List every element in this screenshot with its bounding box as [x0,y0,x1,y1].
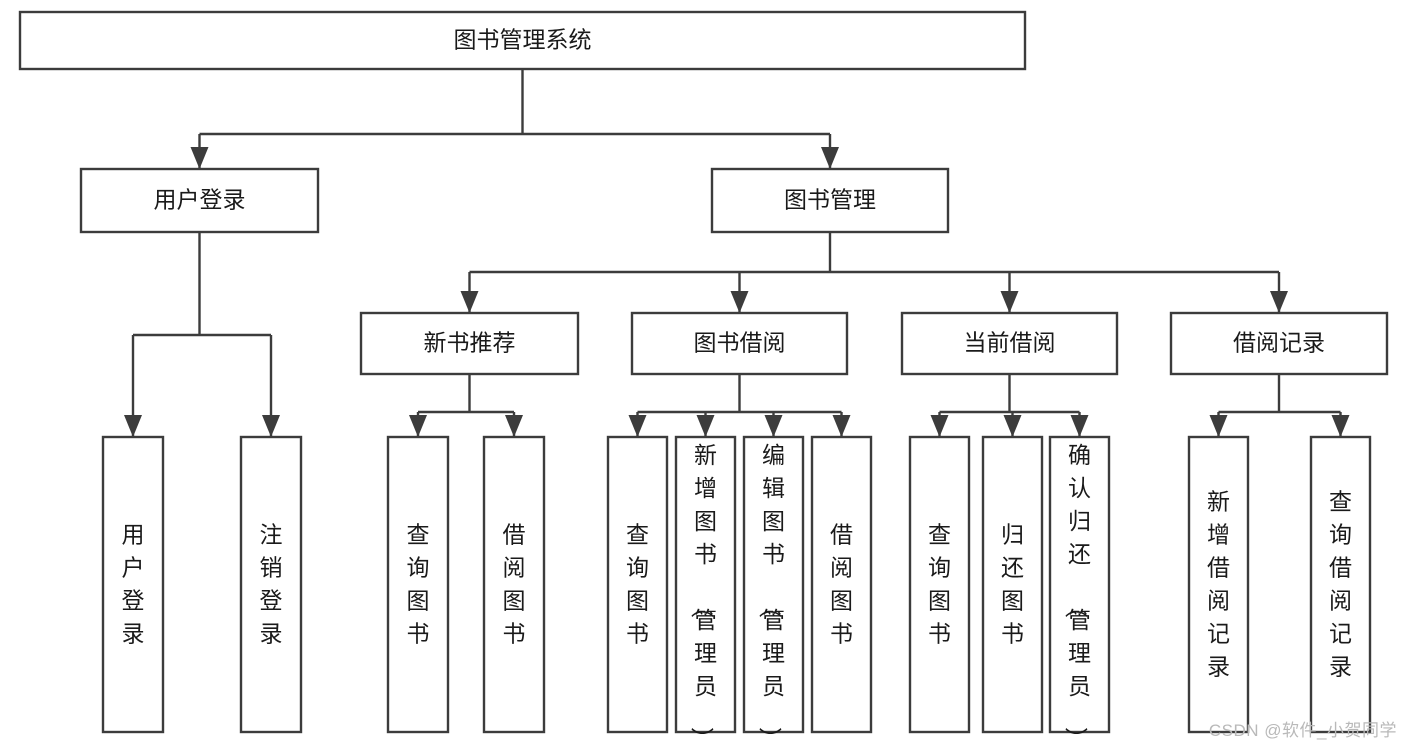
level2-node-label: 图书管理 [784,187,876,213]
leaf-node-box[interactable] [1048,435,1111,734]
leaf-node-box[interactable] [1187,435,1250,734]
leaf-node-box[interactable] [1309,435,1372,734]
leaf-node-box[interactable] [908,435,971,734]
leaf-node-box[interactable] [239,435,303,734]
leaf-node-11[interactable]: 确认归还（管理员） [1048,435,1111,750]
arrow-down-icon [1000,291,1019,313]
leaf-node-box[interactable] [101,435,165,734]
leaf-node-box[interactable] [742,435,805,734]
leaf-node-8[interactable]: 借阅图书 [810,435,873,734]
leaf-node-label: 查询图书 [626,522,649,647]
leaf-node-box[interactable] [482,435,546,734]
arrow-down-icon [628,415,647,437]
leaf-node-9[interactable]: 查询图书 [908,435,971,734]
level3-node-box[interactable] [630,311,849,376]
leaf-node-label: 查询图书 [407,522,430,647]
leaf-node-label: 新增图书（管理员） [689,442,717,747]
arrow-down-icon [1270,291,1288,313]
level3-node-2[interactable]: 图书借阅 [630,311,849,376]
leaf-node-13[interactable]: 查询借阅记录 [1309,435,1372,734]
root-node-label: 图书管理系统 [454,27,592,53]
level3-node-box[interactable] [1169,311,1389,376]
leaf-node-box[interactable] [810,435,873,734]
arrow-down-icon [1209,415,1228,437]
leaf-node-label: 确认归还（管理员） [1063,442,1091,747]
arrow-down-icon [262,415,280,437]
node-boxes: 图书管理系统用户登录图书管理新书推荐图书借阅当前借阅借阅记录用户登录注销登录查询… [18,10,1389,750]
leaf-node-box[interactable] [606,435,669,734]
level3-node-label: 图书借阅 [694,330,786,356]
root-node-box[interactable] [18,10,1027,71]
leaf-node-box[interactable] [386,435,450,734]
leaf-node-4[interactable]: 借阅图书 [482,435,546,734]
leaf-node-label: 借阅图书 [830,522,853,647]
level2-node-label: 用户登录 [154,187,246,213]
level2-node-box[interactable] [710,167,950,234]
arrow-down-icon [696,415,715,437]
leaf-node-label: 借阅图书 [503,522,526,647]
level2-node-2[interactable]: 图书管理 [710,167,950,234]
root-node-1[interactable]: 图书管理系统 [18,10,1027,71]
arrow-down-icon [124,415,142,437]
arrow-down-icon [460,291,479,313]
arrow-down-icon [821,147,839,169]
level3-node-4[interactable]: 借阅记录 [1169,311,1389,376]
leaf-node-label: 注销登录 [260,522,283,647]
leaf-node-box[interactable] [674,435,737,734]
level3-node-box[interactable] [900,311,1119,376]
level3-node-3[interactable]: 当前借阅 [900,311,1119,376]
arrow-down-icon [1003,415,1022,437]
arrow-down-icon [190,147,209,169]
leaf-node-label: 新增借阅记录 [1207,489,1230,680]
leaf-node-2[interactable]: 注销登录 [239,435,303,734]
arrow-down-icon [1331,415,1350,437]
leaf-node-box[interactable] [981,435,1044,734]
leaf-node-5[interactable]: 查询图书 [606,435,669,734]
arrow-down-icon [930,415,949,437]
leaf-node-label: 用户登录 [122,522,145,647]
leaf-node-7[interactable]: 编辑图书（管理员） [742,435,805,750]
leaf-node-10[interactable]: 归还图书 [981,435,1044,734]
level3-node-1[interactable]: 新书推荐 [359,311,580,376]
level2-node-box[interactable] [79,167,320,234]
level3-node-label: 借阅记录 [1233,330,1325,356]
level2-node-1[interactable]: 用户登录 [79,167,320,234]
connector-lines [124,69,1350,437]
arrow-down-icon [409,415,427,437]
leaf-node-label: 查询借阅记录 [1329,489,1352,680]
arrow-down-icon [832,415,851,437]
leaf-node-6[interactable]: 新增图书（管理员） [674,435,737,750]
leaf-node-1[interactable]: 用户登录 [101,435,165,734]
leaf-node-label: 查询图书 [928,522,951,647]
arrow-down-icon [1070,415,1089,437]
level3-node-label: 新书推荐 [424,330,516,356]
leaf-node-12[interactable]: 新增借阅记录 [1187,435,1250,734]
leaf-node-label: 归还图书 [1001,522,1024,647]
arrow-down-icon [730,291,749,313]
leaf-node-3[interactable]: 查询图书 [386,435,450,734]
leaf-node-label: 编辑图书（管理员） [757,442,785,747]
arrow-down-icon [505,415,523,437]
level3-node-label: 当前借阅 [964,330,1056,356]
arrow-down-icon [764,415,783,437]
level3-node-box[interactable] [359,311,580,376]
